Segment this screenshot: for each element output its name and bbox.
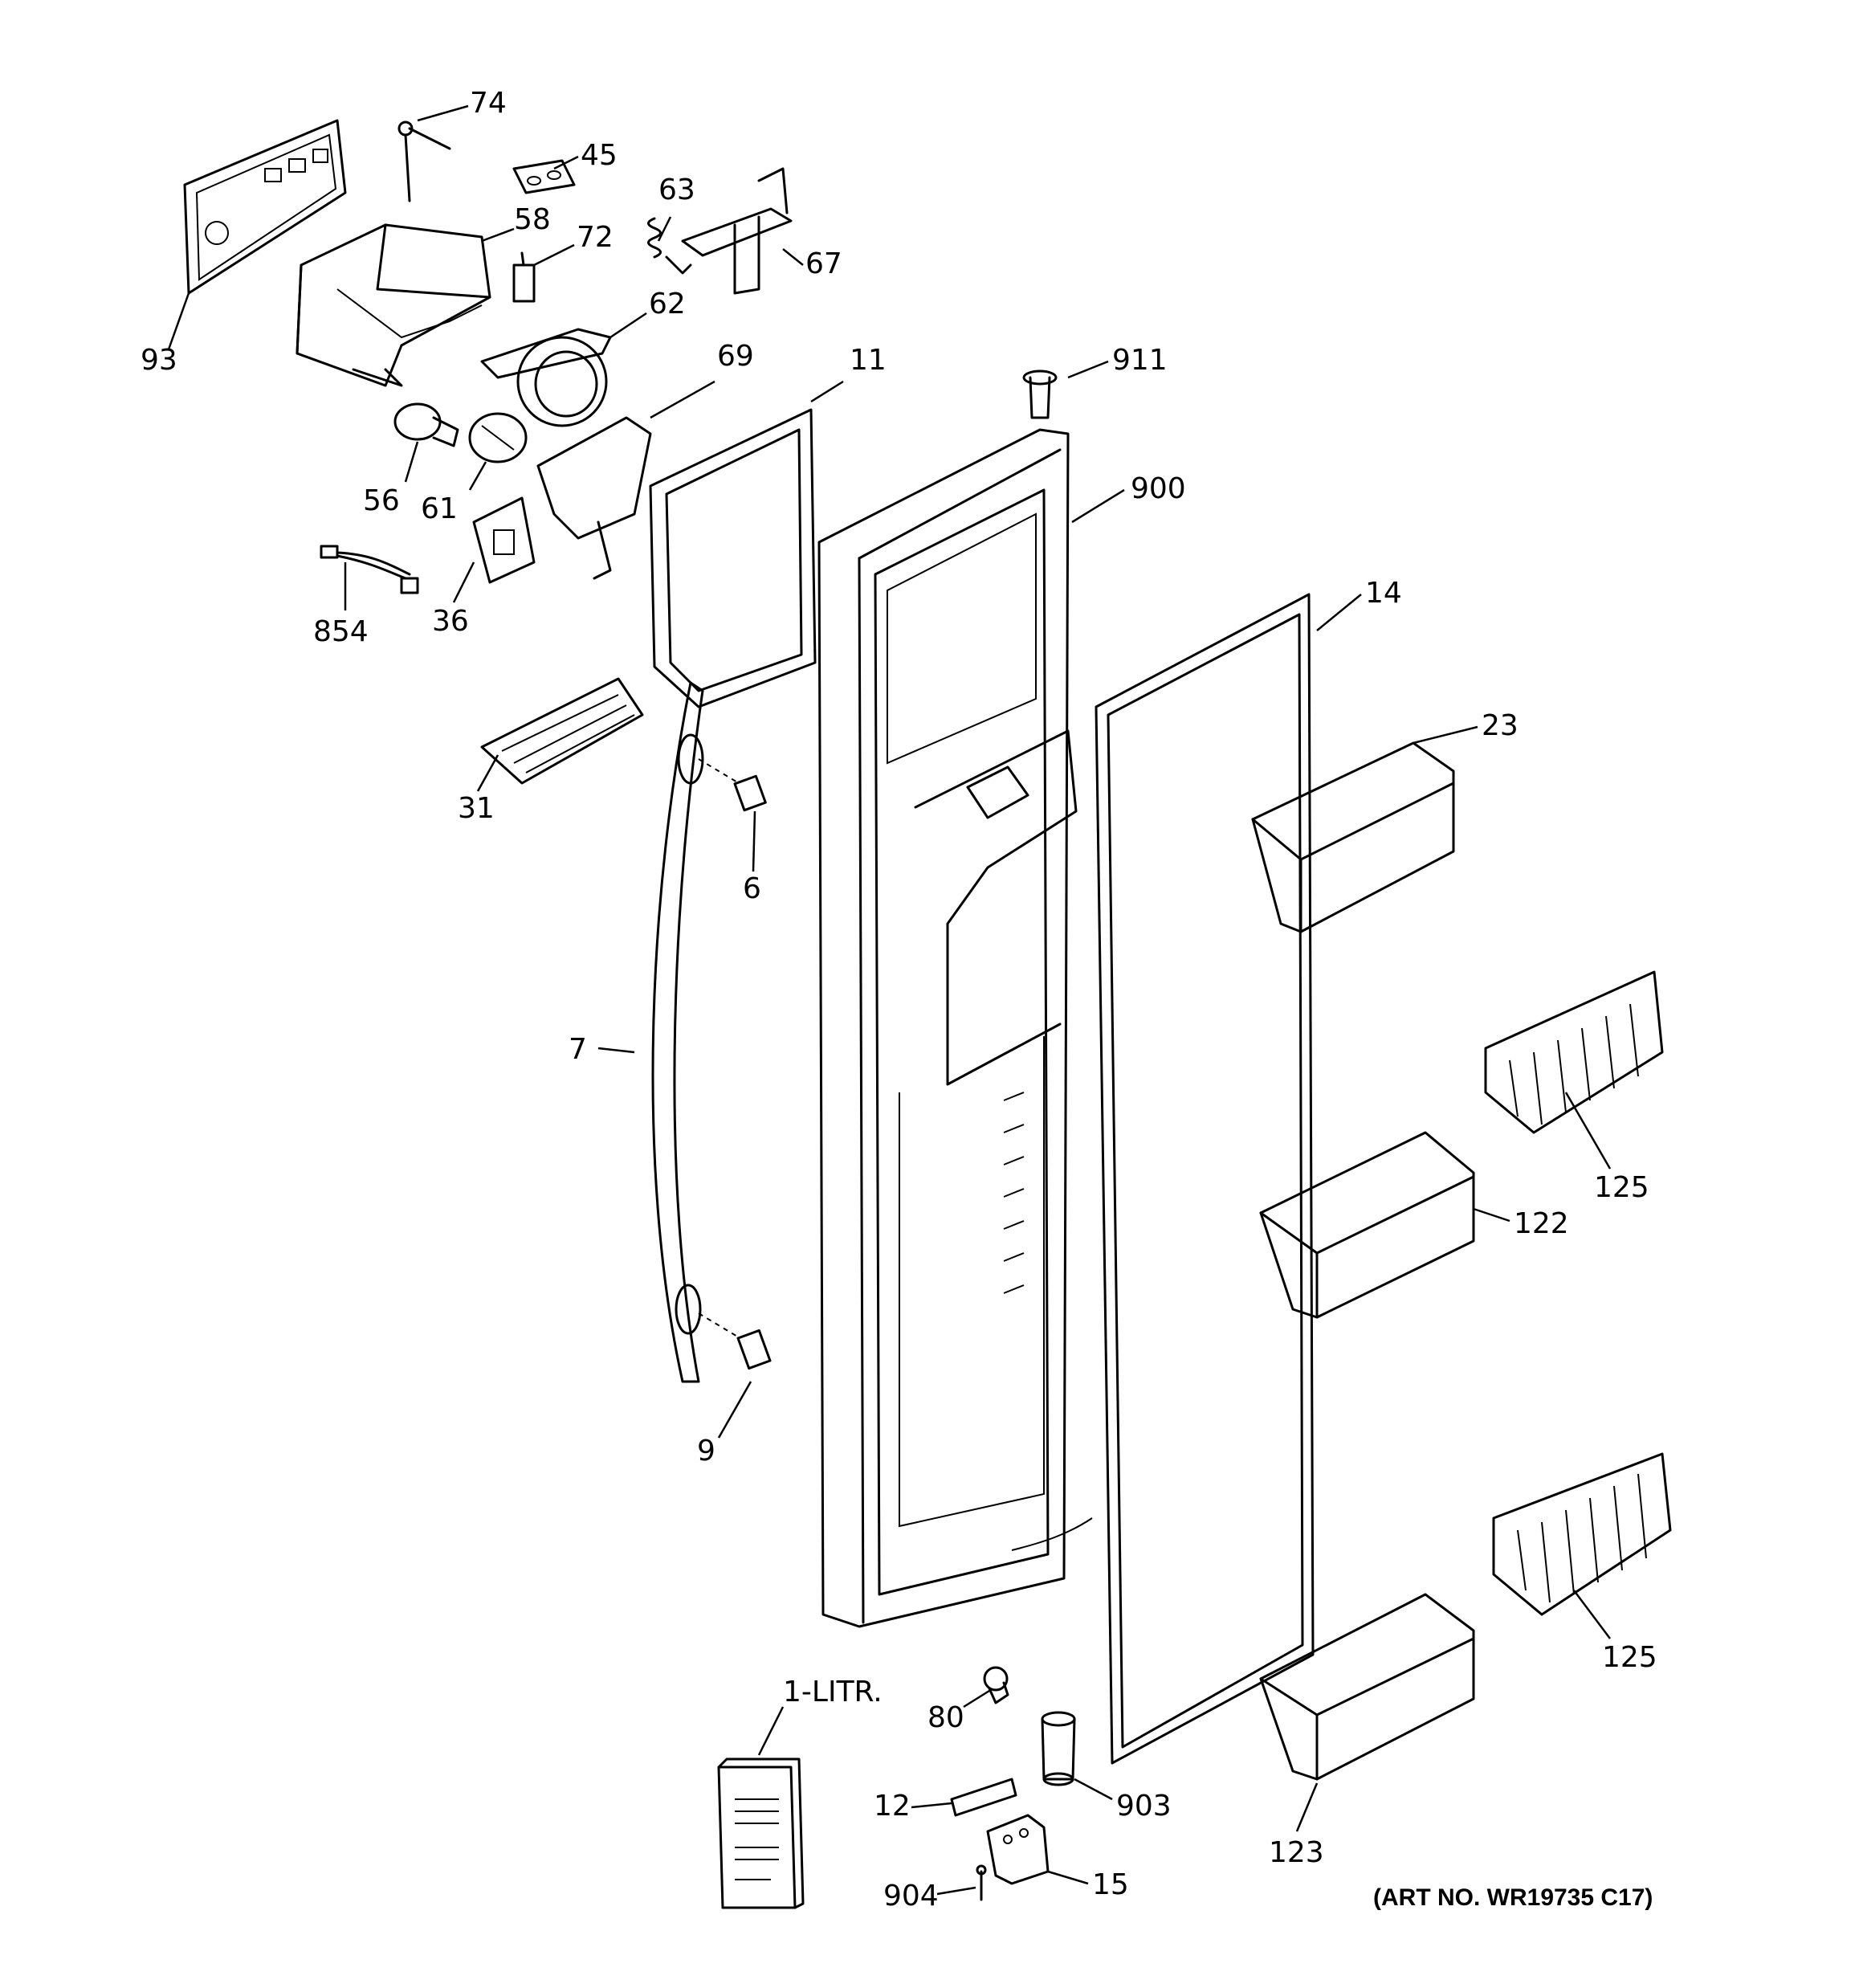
label-62: 62 <box>649 288 686 320</box>
part-62-duct <box>480 328 612 427</box>
label-93: 93 <box>141 344 177 377</box>
label-15: 15 <box>1092 1868 1129 1901</box>
part-6-screw <box>698 758 767 812</box>
part-61-knob <box>468 412 528 463</box>
part-123-bin <box>1259 1593 1475 1781</box>
part-23-bin <box>1251 741 1455 933</box>
label-12: 12 <box>874 1790 911 1823</box>
part-911-plug <box>1022 369 1058 419</box>
label-74: 74 <box>470 87 507 120</box>
label-122: 122 <box>1514 1207 1569 1240</box>
label-911: 911 <box>1112 344 1168 377</box>
label-23: 23 <box>1482 709 1519 742</box>
label-80: 80 <box>927 1701 964 1734</box>
label-6: 6 <box>743 872 761 905</box>
label-31: 31 <box>458 792 495 825</box>
part-93-control-panel <box>183 119 347 295</box>
label-900: 900 <box>1131 472 1186 505</box>
part-36-bracket <box>472 496 536 584</box>
part-63-spring <box>647 217 692 275</box>
part-56-knob <box>393 402 459 447</box>
label-63: 63 <box>658 173 695 206</box>
label-67: 67 <box>805 247 842 280</box>
part-69-funnel <box>536 416 652 580</box>
part-31-tray <box>480 677 644 785</box>
part-854-harness <box>320 545 419 594</box>
part-125-basket-lower <box>1492 1452 1672 1616</box>
leader-lines <box>167 104 1612 1896</box>
part-125-basket-upper <box>1484 970 1664 1134</box>
part-903-pin <box>1041 1711 1076 1786</box>
label-904: 904 <box>883 1880 939 1912</box>
part-14-gasket <box>1095 593 1315 1765</box>
label-36: 36 <box>432 605 469 638</box>
label-56: 56 <box>363 484 400 517</box>
part-74-spring <box>397 120 451 202</box>
label-1-litr: 1-LITR. <box>783 1676 883 1708</box>
part-1-litr-manual <box>717 1757 805 1909</box>
label-854: 854 <box>313 615 369 648</box>
label-45: 45 <box>581 139 618 172</box>
part-72-switch <box>512 251 536 303</box>
part-9-screw <box>698 1312 772 1370</box>
part-7-handle <box>651 681 704 1383</box>
part-900-door <box>817 428 1093 1628</box>
label-125-lower: 125 <box>1602 1641 1657 1674</box>
label-14: 14 <box>1365 577 1402 610</box>
art-number: (ART NO. WR19735 C17) <box>1373 1884 1653 1911</box>
manual-text-lines <box>735 1798 779 1880</box>
label-72: 72 <box>577 221 614 254</box>
label-123: 123 <box>1269 1836 1324 1869</box>
part-80-bushing <box>983 1666 1009 1704</box>
label-7: 7 <box>569 1033 587 1066</box>
part-904-screw <box>976 1864 987 1901</box>
part-12-shim <box>950 1778 1017 1817</box>
part-122-bin <box>1259 1131 1475 1319</box>
part-45-bracket <box>512 159 576 194</box>
part-58-dispenser-housing <box>296 223 491 387</box>
door-vents <box>1003 1092 1025 1294</box>
callout-labels: 74 45 63 58 72 67 62 93 69 11 911 56 61 … <box>141 87 1657 1912</box>
label-125-upper: 125 <box>1594 1171 1649 1204</box>
part-67-lever <box>681 167 793 295</box>
part-11-frame <box>649 408 817 708</box>
part-15-hinge <box>986 1814 1050 1885</box>
label-9: 9 <box>697 1435 715 1468</box>
label-69: 69 <box>717 340 754 373</box>
label-58: 58 <box>514 203 551 236</box>
label-61: 61 <box>421 492 458 525</box>
label-903: 903 <box>1116 1790 1172 1823</box>
label-11: 11 <box>850 344 887 377</box>
